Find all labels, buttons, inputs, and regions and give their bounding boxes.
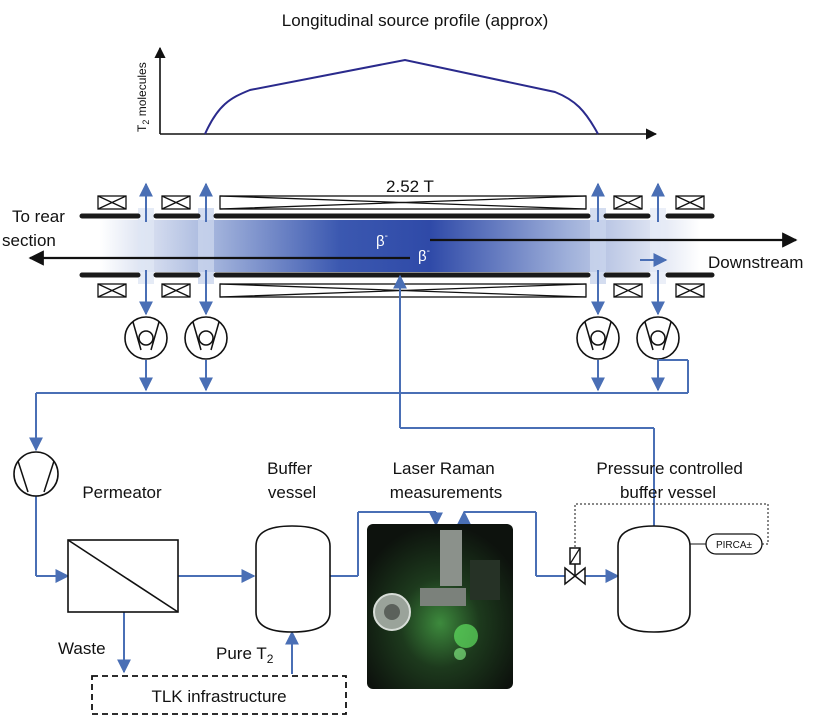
pressure-buffer-vessel [617,525,691,633]
diagram-title: Longitudinal source profile (approx) [282,11,549,30]
turbo-pump-1 [124,316,168,360]
source-profile-plot: T2 molecules [135,46,658,140]
to-rear-label: To rear [12,207,65,226]
beam-tube: 2.52 T [79,177,715,298]
downstream-label: Downstream [708,253,803,272]
field-strength-label: 2.52 T [386,177,434,196]
control-valve [564,547,586,586]
tlk-infrastructure-box [91,675,347,715]
profile-y-label: T2 molecules [135,62,151,132]
pump-port-2 [198,208,214,284]
magnet-coils-upper [97,195,705,210]
beta-label-upper: β- [376,231,388,250]
gas-pipework [29,274,689,674]
permeator-label: Permeator [82,483,162,502]
pirca-label: PIRCA± [716,540,753,551]
turbo-pump-3 [576,316,620,360]
pump-port-3 [590,208,606,284]
beam-gradient [100,220,700,272]
pirca-controller: PIRCA± [574,503,769,555]
turbo-pump-2 [184,316,228,360]
buffer-vessel [255,525,331,633]
laser-raman-label: Laser Raman measurements [390,459,502,502]
turbo-pump-4 [636,316,680,360]
circulation-pump [13,451,59,497]
port-flow-arrows [139,182,665,392]
profile-curve [204,58,599,135]
permeator [67,539,179,613]
tlk-infrastructure-label: TLK infrastructure [151,687,286,706]
laser-raman-photo [367,524,513,689]
to-rear-label-2: section [2,231,56,250]
waste-label: Waste [58,639,106,658]
magnet-coils-lower [97,283,705,298]
pressure-vessel-label: Pressure controlled buffer vessel [596,459,747,502]
pump-port-1 [138,208,154,284]
pure-t2-label: Pure T2 [216,644,274,666]
buffer-vessel-label: Buffer vessel [267,459,317,502]
beta-label-lower: β- [418,246,430,265]
